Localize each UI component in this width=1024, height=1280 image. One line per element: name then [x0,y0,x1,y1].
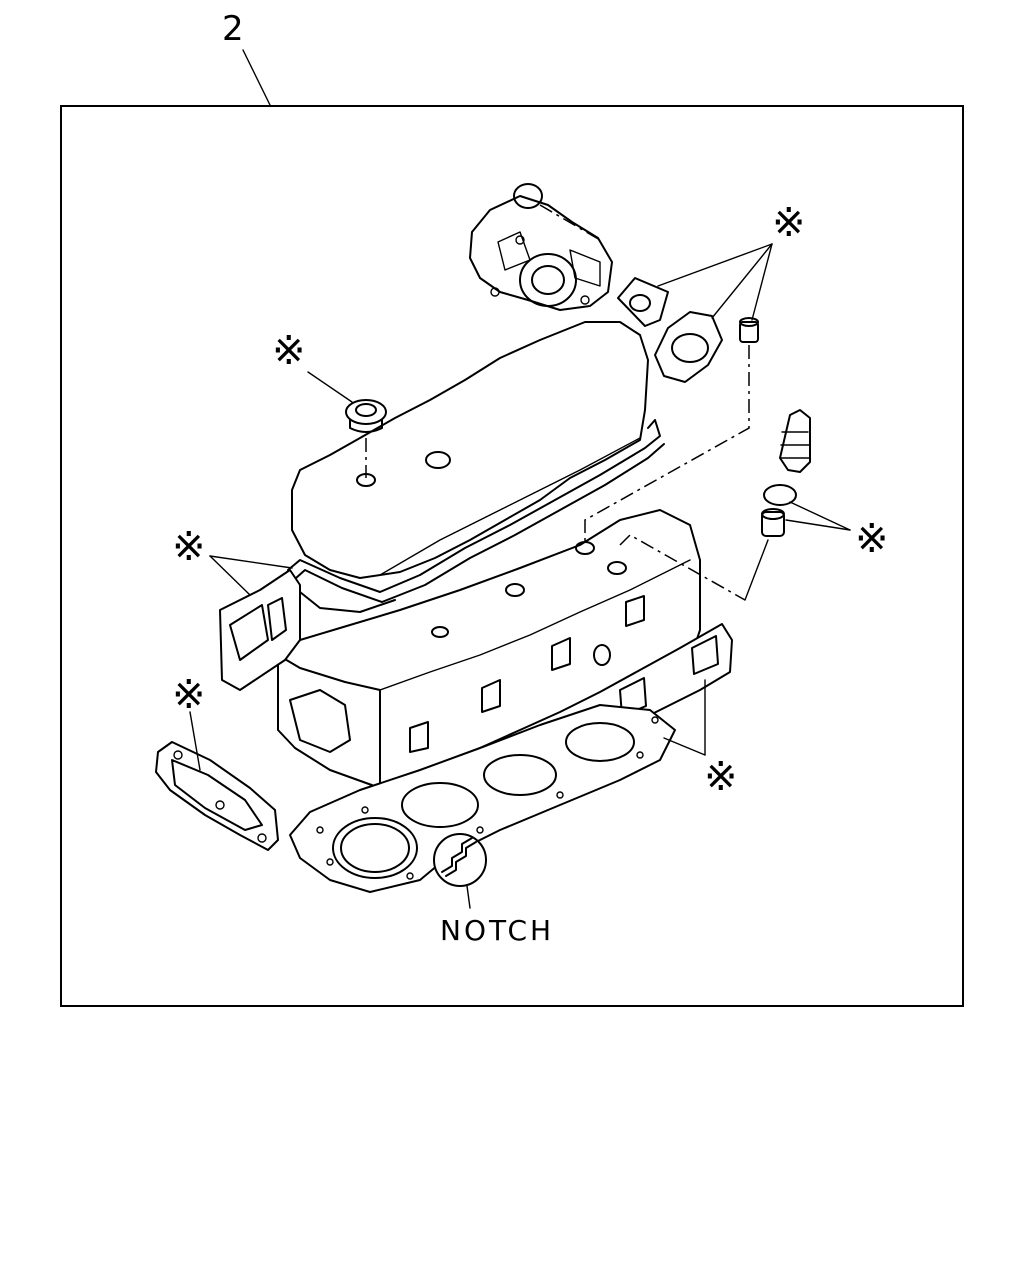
rocker-cover-gasket-inner [295,443,665,603]
leader-manifold-2 [663,737,706,756]
kit-frame [60,105,964,1007]
oil-filler-seal [345,399,387,433]
leader-turbo-1 [657,243,773,287]
leader-glow-plug-2 [785,519,851,531]
kit-marker-oil-seal: ※ [272,328,306,374]
turbocharger [469,183,613,311]
kit-marker-turbo: ※ [772,200,806,246]
injector-seal [761,508,785,537]
kit-marker-glow-plug: ※ [855,516,889,562]
glow-plug-o-ring [763,484,797,506]
turbo-flange-gasket [617,277,669,327]
cap-seal-right-leader [584,345,750,545]
glow-plug [779,409,811,473]
rocker-cover-gasket [287,419,661,593]
callout-leader [242,49,271,106]
leader-rear-cover-1 [209,555,293,569]
kit-marker-manifold: ※ [704,754,738,800]
rocker-cover-gasket-edge [299,591,396,613]
leader-oil-seal [307,371,353,403]
notch-detail [433,833,487,909]
injector-seal-leader [744,539,769,601]
kit-marker-rear-cover: ※ [172,524,206,570]
callout-number: 2 [222,9,244,49]
leader-timing-cover [189,711,201,771]
notch-label: NOTCH [440,914,554,947]
kit-marker-timing-cover: ※ [172,672,206,718]
turbo-flange-gasket-hole [629,294,651,312]
turbo-outlet-gasket-hole [671,333,709,363]
rear-cover-gasket [219,569,301,691]
head-gasket [289,704,676,893]
leader-turbo-2 [711,243,773,319]
timing-cover-gasket [155,741,279,851]
cap-seal-right [739,317,759,343]
leader-glow-plug-1 [789,501,851,531]
head-dowel-leader [619,534,746,601]
leader-rear-cover-2 [209,555,251,596]
turbo-outlet-gasket [654,311,723,383]
leader-turbo-3 [751,243,773,321]
rocker-cover [291,321,649,579]
